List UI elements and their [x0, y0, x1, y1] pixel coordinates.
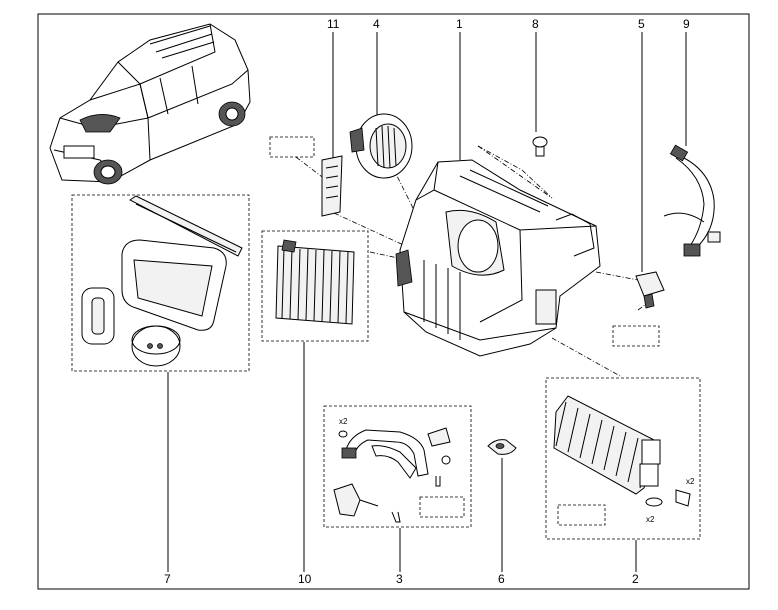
blower-motor-4: [349, 113, 413, 179]
label-4: 4: [373, 17, 380, 31]
heater-radiator-2: x2 x2: [553, 395, 695, 524]
label-3: 3: [396, 572, 403, 586]
label-7: 7: [164, 572, 171, 586]
top-labels: 11 4 1 8 5 9: [327, 17, 690, 31]
ref-box-11: [269, 136, 315, 158]
label-2: 2: [632, 572, 639, 586]
ref-box-5: [612, 325, 660, 347]
pipe-kit-3: x2: [333, 417, 451, 523]
label-5: 5: [638, 17, 645, 31]
label-1: 1: [456, 17, 463, 31]
label-11: 11: [327, 17, 340, 31]
ref-box-3: [419, 496, 465, 518]
group-box-3: [323, 405, 472, 528]
ref-box-2: [557, 504, 606, 526]
leader-lines: [167, 32, 687, 572]
group-box-2: [545, 377, 701, 540]
bottom-labels: 7 10 3 6 2: [164, 572, 639, 586]
seal-kit-7: [81, 195, 243, 367]
label-9: 9: [683, 17, 690, 31]
vehicle-illustration: [49, 23, 251, 185]
label-10: 10: [298, 572, 312, 586]
heater-housing-1: [395, 159, 601, 357]
qty-radiator-seal: x2: [646, 515, 655, 524]
qty-radiator-screw: x2: [686, 477, 695, 486]
grommet-6: [487, 439, 517, 455]
qty-pipe-clip: x2: [339, 417, 348, 426]
wiring-harness-9: [663, 144, 721, 257]
label-6: 6: [498, 572, 505, 586]
screw-8: [532, 136, 548, 157]
label-8: 8: [532, 17, 539, 31]
diagram-frame: [37, 13, 750, 590]
cabin-filter-11: [321, 155, 343, 217]
group-box-10: [261, 230, 369, 342]
group-box-7: [71, 194, 250, 372]
pollen-filter-10: [275, 239, 355, 325]
blower-resistor-5: [635, 271, 665, 309]
